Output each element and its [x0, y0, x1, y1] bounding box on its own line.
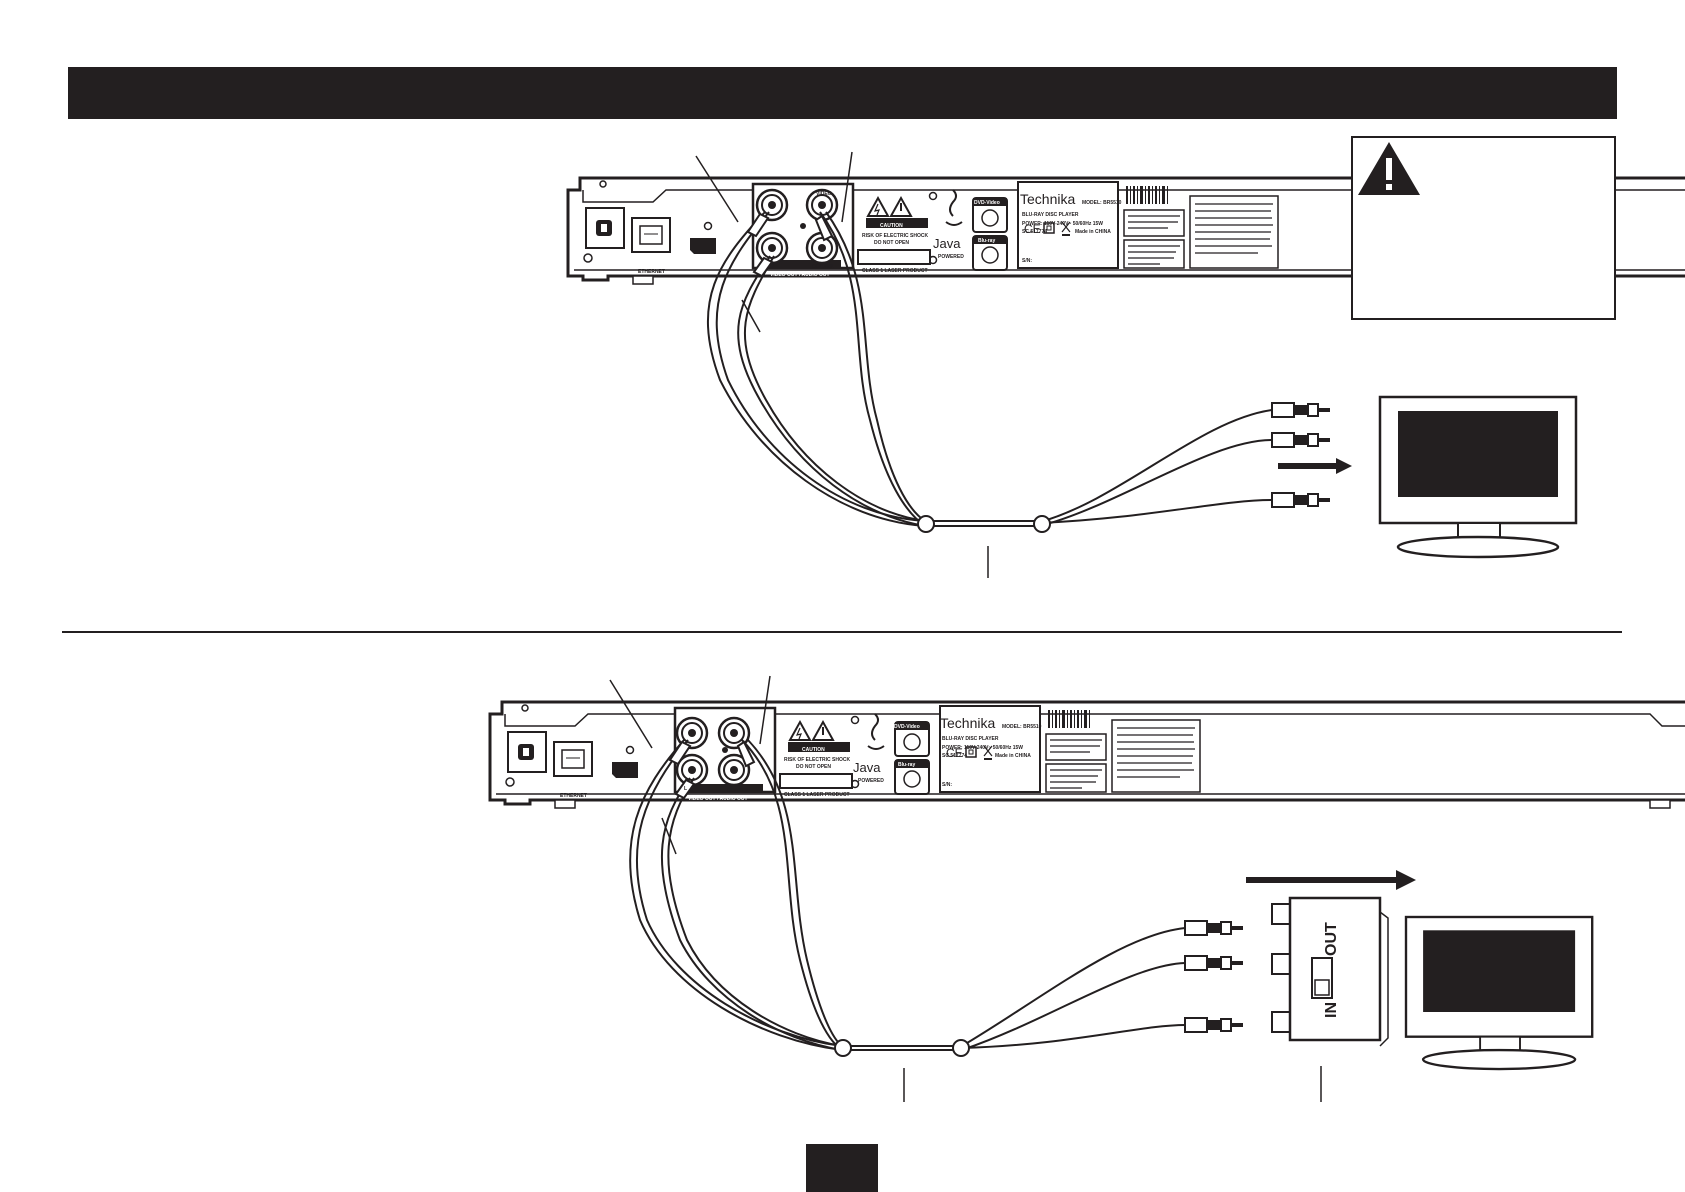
- java-label-bottom: Java: [853, 760, 881, 775]
- video-label-top: VIDEO: [816, 191, 832, 197]
- shock-warning-2-top: DO NOT OPEN: [874, 240, 909, 246]
- rca-plug-top-3: [1271, 492, 1331, 508]
- shock-warning-1-top: RISK OF ELECTRIC SHOCK: [862, 233, 929, 239]
- av-cable-bottom: [629, 739, 1186, 1051]
- ferrite-bead-top-2: [1033, 515, 1051, 533]
- ethernet-label-top: ETHERNET: [638, 269, 665, 275]
- video-audio-out-label-bottom: VIDEO OUT / AUDIO OUT: [688, 796, 748, 802]
- sn-label-bottom: S/N:: [942, 782, 952, 788]
- made-in-label-top: Made in CHINA: [1075, 229, 1111, 235]
- callout-lines-top: [695, 151, 989, 578]
- plug-heads-top: [746, 212, 834, 278]
- player-back-panel-bottom: [488, 700, 1685, 810]
- coaxial-label-top: COAXIAL: [812, 264, 835, 270]
- laser-label-top: CLASS 1 LASER PRODUCT: [862, 268, 928, 274]
- bluray-label-top: Blu-ray: [978, 238, 995, 244]
- made-in-label-bottom: Made in CHINA: [995, 753, 1031, 759]
- sc-label-bottom: SC 517774: [942, 753, 967, 759]
- shock-warning-2-bottom: DO NOT OPEN: [796, 764, 831, 770]
- product-name-top: BLU-RAY DISC PLAYER: [1022, 212, 1079, 218]
- java-powered-bottom: POWERED: [858, 778, 884, 784]
- dvd-video-label-bottom: DVD-Video: [894, 724, 920, 730]
- power-label-bottom: POWER: 110V-240V~ 50/60Hz 15W: [942, 745, 1023, 751]
- sc-label-top: SC 517774: [1022, 229, 1047, 235]
- warning-triangle-icon: [1358, 142, 1420, 195]
- arrow-right-icon-top: [1278, 458, 1352, 474]
- laser-label-bottom: CLASS 1 LASER PRODUCT: [784, 792, 850, 798]
- product-name-bottom: BLU-RAY DISC PLAYER: [942, 736, 999, 742]
- scart-out-label: OUT: [1323, 922, 1340, 956]
- callout-lines-bottom: [609, 675, 1322, 1102]
- video-audio-out-label-top: VIDEO OUT / AUDIO OUT: [770, 272, 830, 278]
- coaxial-label-bottom: COAXIAL: [727, 788, 750, 794]
- page-number-tab: [806, 1144, 878, 1192]
- brand-label-top: Technika: [1020, 191, 1075, 207]
- av-cable-top: [706, 211, 1273, 527]
- rca-plug-bottom-1: [1184, 920, 1244, 936]
- arrow-right-icon-bottom: [1246, 870, 1416, 890]
- model-label-bottom: MODEL: BR5510: [1002, 724, 1042, 730]
- section-divider: [62, 631, 1622, 633]
- right-label-bottom: R: [690, 788, 694, 794]
- left-label-bottom: L: [684, 786, 687, 792]
- svg-text:OUT: OUT: [1323, 922, 1340, 956]
- section-header-bar: [68, 67, 1617, 119]
- rca-plug-top-2: [1271, 432, 1331, 448]
- power-label-top: POWER: 110V-240V~ 50/60Hz 15W: [1022, 221, 1103, 227]
- tv-bottom: [1404, 915, 1594, 1071]
- ferrite-bead-bottom-1: [834, 1039, 852, 1057]
- sn-label-top: S/N:: [1022, 258, 1032, 264]
- dvd-video-label-top: DVD-Video: [974, 200, 1000, 206]
- caution-label-top: CAUTION: [880, 223, 903, 229]
- bluray-label-bottom: Blu-ray: [898, 762, 915, 768]
- rca-plug-top-1: [1271, 402, 1331, 418]
- svg-text:IN: IN: [1323, 1002, 1340, 1018]
- model-label-top: MODEL: BR5510: [1082, 200, 1122, 206]
- ferrite-bead-top-1: [917, 515, 935, 533]
- scart-adaptor: [1271, 896, 1389, 1047]
- brand-label-bottom: Technika: [940, 715, 995, 731]
- ferrite-bead-bottom-2: [952, 1039, 970, 1057]
- shock-warning-1-bottom: RISK OF ELECTRIC SHOCK: [784, 757, 851, 763]
- rca-plug-bottom-2: [1184, 955, 1244, 971]
- plug-heads-bottom: [668, 740, 756, 800]
- java-label-top: Java: [933, 236, 961, 251]
- tv-top: [1378, 395, 1578, 559]
- rca-plug-bottom-3: [1184, 1017, 1244, 1033]
- right-label-top: R: [770, 264, 774, 270]
- ethernet-label-bottom: ETHERNET: [560, 793, 587, 799]
- scart-in-label: IN: [1323, 1002, 1340, 1018]
- caution-label-bottom: CAUTION: [802, 747, 825, 753]
- java-powered-top: POWERED: [938, 254, 964, 260]
